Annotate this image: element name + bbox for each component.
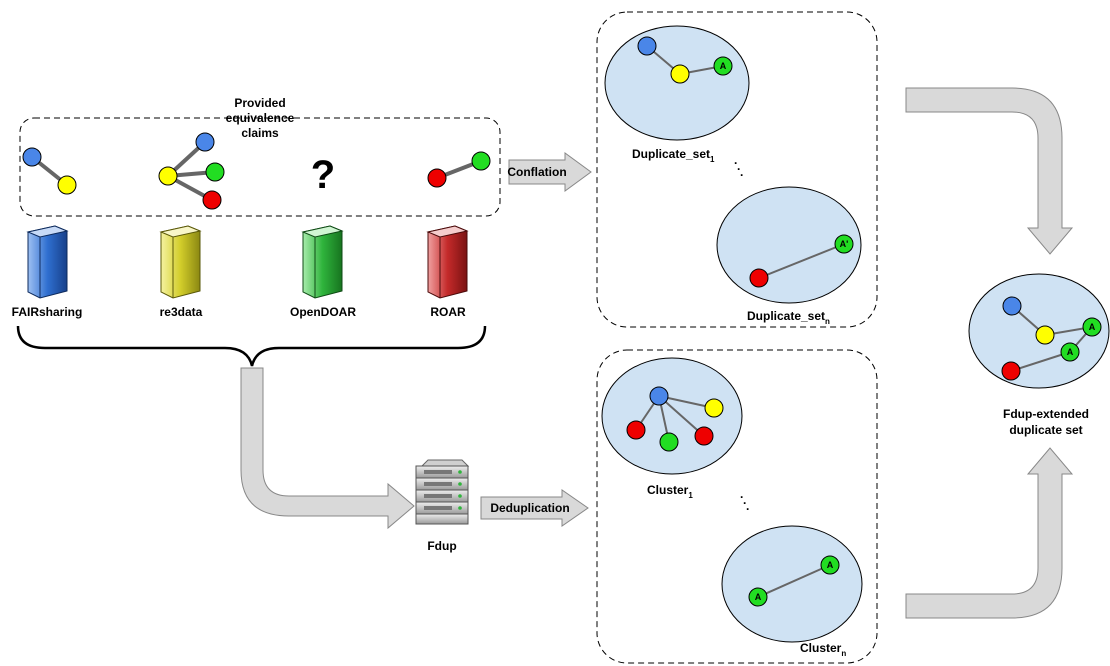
database-icon-re3data: [159, 225, 202, 299]
clusters-group: Cluster1 . . . A A Clustern: [596, 349, 878, 664]
node-green-a: [1060, 342, 1080, 362]
provided-title-line2: equivalence: [226, 111, 295, 125]
cluster-ellipsis-2: .: [743, 493, 746, 507]
node-blue: [637, 36, 657, 56]
source-label-roar: ROAR: [430, 305, 466, 319]
duplicate-set-1-label: Duplicate_set1: [632, 147, 715, 164]
arrow-to-fdup: [240, 367, 415, 530]
claim-graph-re3data: [158, 132, 225, 210]
node-label-a: A: [1067, 347, 1074, 357]
source-label-re3data: re3data: [160, 305, 203, 319]
node-red: [694, 426, 714, 446]
duplicate-set-n-label: Duplicate_setn: [747, 309, 830, 326]
source-repositories: FAIRsharing re3data OpenDOAR ROAR: [12, 225, 469, 319]
duplicate-set-ellipsis-3: .: [740, 165, 743, 179]
node-green: [471, 151, 491, 171]
fdup-label: Fdup: [427, 539, 456, 553]
server-icon-fdup: [415, 459, 470, 525]
duplicate-sets-box: [596, 11, 878, 328]
conflation-arrow: Conflation: [507, 152, 592, 192]
database-icon-opendoar: [301, 225, 344, 299]
result-label-line2: duplicate set: [1009, 423, 1082, 437]
node-label-a-prime: A': [840, 239, 849, 249]
cluster-1-ellipse: [601, 357, 743, 475]
node-label-a: A: [827, 560, 834, 570]
node-green-a: [748, 587, 768, 607]
source-label-opendoar: OpenDOAR: [290, 305, 356, 319]
node-green: [659, 432, 679, 452]
sources-brace: [16, 325, 487, 367]
result-label-line1: Fdup-extended: [1003, 407, 1089, 421]
provided-title-line3: claims: [241, 126, 279, 140]
node-green-a: [713, 56, 733, 76]
edge: [758, 243, 845, 279]
node-red: [202, 190, 222, 210]
claim-graph-roar: [427, 151, 491, 188]
node-green: [205, 162, 225, 182]
arrow-dupsets-to-result: [905, 87, 1074, 255]
cluster-n-ellipse: [721, 525, 863, 643]
deduplication-arrow: Deduplication: [480, 489, 589, 527]
cluster-n-label: Clustern: [800, 641, 846, 658]
node-yellow: [57, 175, 77, 195]
node-label-a: A: [1089, 322, 1096, 332]
duplicate-set-ellipsis-1: .: [734, 153, 737, 167]
node-green-a: [820, 555, 840, 575]
node-blue: [1002, 296, 1022, 316]
arrow-clusters-to-result: [905, 447, 1074, 619]
edge: [658, 395, 705, 437]
node-yellow: [158, 166, 178, 186]
node-red: [626, 420, 646, 440]
node-red: [1001, 361, 1021, 381]
database-icon-roar: [426, 225, 469, 299]
node-label-a: A: [755, 592, 762, 602]
claim-graph-fairsharing: [22, 147, 77, 195]
node-label-a: A: [720, 61, 727, 71]
provided-claims-group: Provided equivalence claims ?: [19, 96, 501, 217]
conflation-label: Conflation: [507, 165, 566, 179]
deduplication-label: Deduplication: [490, 501, 569, 515]
node-green-a-prime: [834, 234, 854, 254]
cluster-1-label: Cluster1: [647, 483, 693, 500]
node-yellow: [670, 64, 690, 84]
clusters-box: [596, 349, 878, 664]
provided-claims-box: [19, 117, 501, 217]
result-group: A A Fdup-extended duplicate set: [968, 273, 1110, 437]
node-blue: [22, 147, 42, 167]
cluster-ellipsis-3: .: [746, 499, 749, 513]
provided-title-line1: Provided: [234, 96, 285, 110]
node-green-a: [1082, 317, 1102, 337]
duplicate-sets-group: A Duplicate_set1 . . . A' Duplicate_setn: [596, 11, 878, 328]
cluster-ellipsis-1: .: [740, 487, 743, 501]
node-yellow: [704, 398, 724, 418]
node-red: [749, 268, 769, 288]
node-red: [427, 168, 447, 188]
unknown-claims-mark: ?: [311, 153, 335, 197]
edge: [1010, 351, 1071, 372]
edge: [757, 564, 831, 598]
node-yellow: [1035, 325, 1055, 345]
database-icon-fairsharing: [26, 225, 69, 299]
duplicate-set-ellipsis-2: .: [737, 159, 740, 173]
node-blue: [195, 132, 215, 152]
source-label-fairsharing: FAIRsharing: [12, 305, 83, 319]
node-blue: [649, 386, 669, 406]
